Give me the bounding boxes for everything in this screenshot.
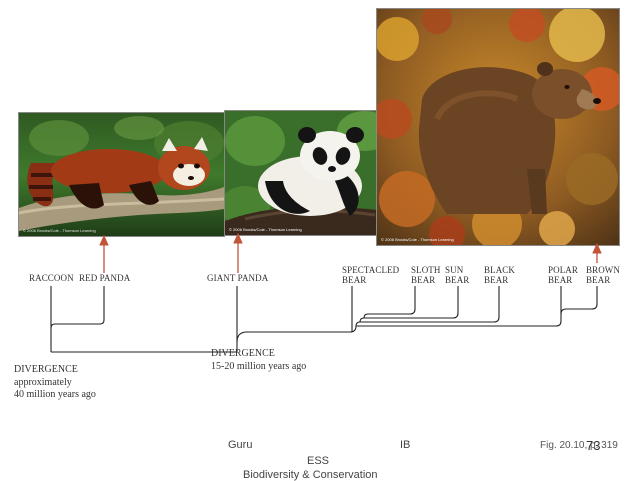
label-black-bear: BLACK BEAR bbox=[484, 265, 515, 285]
black-branch bbox=[355, 286, 500, 327]
footer-topic: Biodiversity & Conservation bbox=[243, 469, 378, 481]
footer-ib: IB bbox=[400, 439, 411, 451]
divergence-young: DIVERGENCE 15-20 million years ago bbox=[211, 348, 306, 373]
label-giant-panda: GIANT PANDA bbox=[207, 273, 269, 283]
label-spectacled-line1: SPECTACLED bbox=[342, 265, 400, 275]
red-panda-illustration: © 2006 Brooks/Cole - Thomson Learning bbox=[19, 113, 224, 236]
label-red-panda: RED PANDA bbox=[79, 273, 131, 283]
footer-figure-ref: Fig. 20.10, p. 319 bbox=[540, 440, 618, 451]
red-panda-branch bbox=[50, 286, 105, 329]
label-brown-line2: BEAR bbox=[586, 275, 611, 285]
label-polar-line1: POLAR bbox=[548, 265, 579, 275]
label-spectacled-bear: SPECTACLED BEAR bbox=[342, 265, 399, 285]
giant-panda-photo: © 2006 Brooks/Cole - Thomson Learning bbox=[224, 110, 388, 236]
red-panda-arrowhead bbox=[99, 234, 109, 246]
footer-guru: Guru bbox=[228, 439, 253, 451]
brown-bear-arrowhead bbox=[592, 242, 602, 254]
black-bear-illustration: © 2006 Brooks/Cole - Thomson Learning bbox=[377, 9, 619, 245]
sun-branch bbox=[359, 286, 459, 323]
divergence-old-qualifier: approximately bbox=[14, 376, 72, 388]
divergence-old-title: DIVERGENCE bbox=[14, 364, 78, 375]
sloth-branch bbox=[363, 286, 416, 319]
label-sloth-line2: BEAR bbox=[411, 275, 436, 285]
footer-page-number: 73 bbox=[586, 438, 601, 453]
label-sun-line1: SUN bbox=[445, 265, 464, 275]
label-black-line1: BLACK bbox=[484, 265, 516, 275]
brown-branch bbox=[560, 286, 598, 315]
label-polar-bear: POLAR BEAR bbox=[548, 265, 578, 285]
label-sun-line2: BEAR bbox=[445, 275, 470, 285]
divergence-young-title: DIVERGENCE bbox=[211, 348, 275, 359]
label-raccoon: RACCOON bbox=[29, 273, 74, 283]
bears-join bbox=[236, 325, 357, 343]
label-black-line2: BEAR bbox=[484, 275, 509, 285]
red-panda-credit: © 2006 Brooks/Cole - Thomson Learning bbox=[23, 228, 96, 233]
label-brown-line1: BROWN bbox=[586, 265, 620, 275]
polar-join bbox=[356, 286, 562, 327]
divergence-old-time: 40 million years ago bbox=[14, 389, 96, 400]
label-sloth-bear: SLOTH BEAR bbox=[411, 265, 441, 285]
giant-panda-arrowhead bbox=[233, 232, 243, 244]
photo-arrows bbox=[99, 232, 602, 273]
black-bear-credit: © 2006 Brooks/Cole - Thomson Learning bbox=[381, 237, 454, 242]
label-brown-bear: BROWN BEAR bbox=[586, 265, 620, 285]
red-panda-photo: © 2006 Brooks/Cole - Thomson Learning bbox=[18, 112, 225, 237]
footer-ess: ESS bbox=[307, 455, 330, 467]
label-sloth-line1: SLOTH bbox=[411, 265, 441, 275]
divergence-old: DIVERGENCE approximately 40 million year… bbox=[14, 364, 96, 402]
label-polar-line2: BEAR bbox=[548, 275, 573, 285]
tree-branches bbox=[50, 286, 598, 353]
black-bear-photo: © 2006 Brooks/Cole - Thomson Learning bbox=[376, 8, 620, 246]
giant-panda-credit: © 2006 Brooks/Cole - Thomson Learning bbox=[229, 227, 302, 232]
label-spectacled-line2: BEAR bbox=[342, 275, 367, 285]
label-sun-bear: SUN BEAR bbox=[445, 265, 469, 285]
giant-panda-illustration: © 2006 Brooks/Cole - Thomson Learning bbox=[225, 111, 387, 235]
divergence-young-time: 15-20 million years ago bbox=[211, 360, 307, 372]
